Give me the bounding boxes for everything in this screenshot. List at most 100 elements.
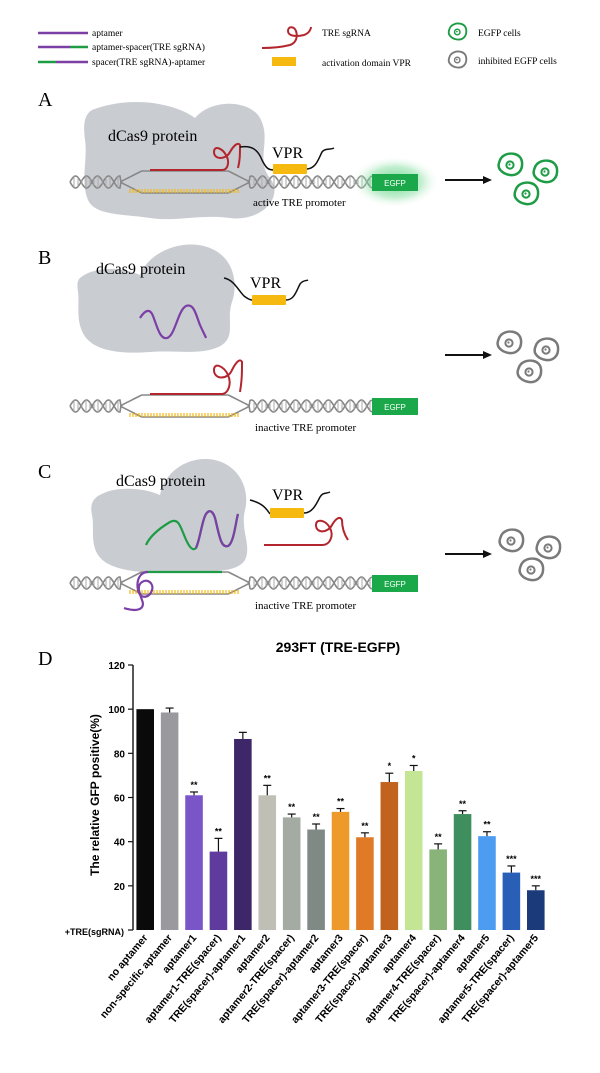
panel-a: A EGFP dCas9 protein VPR active TRE prom… <box>38 89 559 220</box>
vpr-label: VPR <box>250 275 281 292</box>
significance-label: *** <box>506 854 517 864</box>
vpr-label: VPR <box>272 487 303 504</box>
bar-2 <box>160 712 179 930</box>
legend-tre-sgrna-icon <box>261 26 312 49</box>
legend-inhibited-cell-icon <box>447 50 468 69</box>
y-tick-label: 80 <box>114 749 126 760</box>
panel-b: B dCas9 protein VPR EGFP inactive TRE pr… <box>38 244 560 434</box>
egfp-cell-3 <box>513 181 540 206</box>
significance-label: ** <box>264 773 272 783</box>
legend-vpr-label: activation domain VPR <box>322 59 412 69</box>
linker-c-left <box>249 499 271 515</box>
dcas9-protein-shape <box>84 101 275 220</box>
vpr-domain <box>252 295 286 305</box>
bar-9 <box>331 811 350 930</box>
promoter-label: inactive TRE promoter <box>255 600 357 612</box>
legend-egfp-cell-icon <box>447 22 468 41</box>
free-tre-sgrna <box>264 516 349 546</box>
inhibited-cell-2 <box>535 535 562 560</box>
inhibited-cell-1 <box>496 330 523 355</box>
tre-sgrna <box>150 359 244 395</box>
egfp-cell-2 <box>532 159 559 184</box>
dcas9-protein-label: dCas9 protein <box>108 128 197 145</box>
aptamer-strand-dna <box>123 570 154 611</box>
legend-egfp-cells-label: EGFP cells <box>478 29 521 39</box>
legend-inhibited-cells-label: inhibited EGFP cells <box>478 57 557 67</box>
significance-label: ** <box>459 799 467 809</box>
y-tick-label: 60 <box>114 794 126 805</box>
bar-3 <box>185 795 203 930</box>
arrowhead-a <box>483 176 492 184</box>
dcas9-protein-label: dCas9 protein <box>116 473 205 490</box>
legend-aptamer-label: aptamer <box>92 29 123 39</box>
y-axis-label: The relative GFP positive(%) <box>88 714 102 876</box>
significance-label: ** <box>288 802 296 812</box>
chart-title: 293FT (TRE-EGFP) <box>276 639 400 655</box>
significance-label: * <box>388 761 392 771</box>
linker-c-right <box>303 491 331 514</box>
promoter-label: inactive TRE promoter <box>255 422 357 434</box>
dcas9-protein-shape <box>77 244 235 353</box>
egfp-box <box>372 174 418 191</box>
significance-label: ** <box>313 812 321 822</box>
panel-a-letter: A <box>38 89 53 111</box>
y-tick-label: 40 <box>114 838 126 849</box>
panel-d-letter: D <box>38 648 52 670</box>
y-tick-label: 20 <box>114 882 126 893</box>
bar-17 <box>527 890 545 930</box>
dna-helix <box>69 394 373 418</box>
aptamer-strand <box>139 304 208 340</box>
bar-16 <box>502 872 521 930</box>
bar-8 <box>307 829 325 930</box>
dcas9-protein-label: dCas9 protein <box>96 261 185 278</box>
egfp-box <box>372 398 418 415</box>
panel-d: D 293FT (TRE-EGFP) The relative GFP posi… <box>38 639 545 1026</box>
arrowhead-c <box>483 550 492 558</box>
row-label: +TRE(sgRNA) <box>65 927 124 937</box>
panel-b-letter: B <box>38 247 51 269</box>
promoter-label: active TRE promoter <box>253 197 346 209</box>
egfp-label: EGFP <box>384 179 406 188</box>
y-tick-label: 100 <box>108 705 125 716</box>
bar-11 <box>380 782 399 930</box>
bar-13 <box>429 849 447 930</box>
linker-b-right <box>285 279 309 301</box>
legend-aptamer-spacer-label: aptamer-spacer(TRE sgRNA) <box>92 42 205 53</box>
dna-strand-bottom <box>69 576 373 595</box>
aptamer-strand-protein <box>194 510 240 549</box>
vpr-domain <box>270 508 304 518</box>
egfp-label: EGFP <box>384 580 406 589</box>
bar-12 <box>404 771 423 930</box>
inhibited-cell-2 <box>533 337 560 362</box>
vpr-domain <box>273 164 307 174</box>
bar-14 <box>453 814 472 930</box>
panel-c-letter: C <box>38 461 51 483</box>
bar-10 <box>356 837 374 930</box>
egfp-label: EGFP <box>384 403 406 412</box>
bar-7 <box>282 817 301 930</box>
egfp-box <box>372 575 418 592</box>
linker-a-left <box>239 145 275 171</box>
legend-vpr-swatch <box>272 57 296 66</box>
bar-6 <box>258 795 277 930</box>
significance-label: ** <box>215 826 223 836</box>
panel-c: C dCas9 protein VPR EGFP inactive TRE pr… <box>38 459 562 612</box>
significance-label: *** <box>531 874 542 884</box>
inhibited-cell-3 <box>516 359 543 384</box>
y-tick-label: 120 <box>108 661 125 672</box>
significance-label: ** <box>435 832 443 842</box>
significance-label: ** <box>361 821 369 831</box>
significance-label: ** <box>191 780 199 790</box>
arrowhead-b <box>483 351 492 359</box>
linker-a-right <box>306 147 335 170</box>
inhibited-cell-3 <box>518 557 545 582</box>
significance-label: ** <box>337 797 345 807</box>
dna-helix <box>69 571 373 595</box>
bar-1 <box>136 709 154 930</box>
inhibited-cell-1 <box>498 528 525 553</box>
dcas9-protein-shape <box>91 459 248 573</box>
linker-b-left <box>223 277 253 301</box>
legend: aptamer aptamer-spacer(TRE sgRNA) spacer… <box>38 22 557 69</box>
